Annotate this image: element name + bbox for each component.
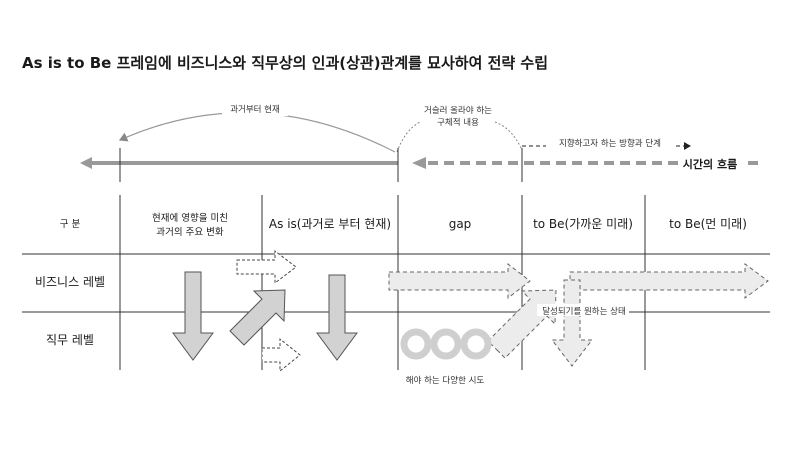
row-label-job: 직무 레벨 xyxy=(46,333,94,347)
header-as-is: As is(과거로 부터 현재) xyxy=(269,217,391,231)
to-be-down-arrow xyxy=(550,279,594,367)
diagonal-up-arrow xyxy=(229,289,286,346)
reverse-note-line1: 거슬러 올라야 하는 xyxy=(424,105,492,116)
down-arrow-change xyxy=(172,271,214,361)
direction-label-bg xyxy=(546,136,674,149)
to-be-business-arrow xyxy=(569,263,769,299)
desired-state-label: 달성되기를 원하는 상태 xyxy=(542,306,626,317)
reverse-note-connector-left xyxy=(396,121,421,153)
header-to-be-near: to Be(가까운 미래) xyxy=(533,217,633,231)
attempts-label: 해야 하는 다양한 시도 xyxy=(406,375,485,386)
row-label-business: 비즈니스 레벨 xyxy=(35,275,105,289)
attempt-loop-3 xyxy=(460,328,492,360)
past-arc-arrow xyxy=(118,112,396,153)
dashed-arrow-business-small xyxy=(236,249,297,285)
dashed-arrow-job-small xyxy=(261,337,301,373)
direction-label: 지향하고자 하는 방향과 단계 xyxy=(559,138,661,149)
down-arrow-as-is xyxy=(316,274,358,361)
time-flow-label-bg xyxy=(678,156,742,171)
past-label: 과거부터 현재 xyxy=(230,105,280,115)
reverse-note-connector-right xyxy=(494,121,523,151)
attempt-loops xyxy=(400,328,492,360)
header-change-line1: 현재에 영향을 미친 xyxy=(152,212,228,224)
time-flow-arrowhead xyxy=(412,157,426,169)
attempt-loop-2 xyxy=(430,328,462,360)
past-label-bg xyxy=(222,100,288,116)
header-change-line2: 과거의 주요 변화 xyxy=(156,227,223,238)
page-title: As is to Be 프레임에 비즈니스와 직무상의 인과(상관)관계를 묘사… xyxy=(22,54,548,72)
past-timeline-arrowhead xyxy=(80,157,92,169)
reverse-note-line2: 구체적 내용 xyxy=(437,117,479,128)
header-to-be-far: to Be(먼 미래) xyxy=(669,217,747,231)
time-flow-label: 시간의 흐름 xyxy=(683,157,737,171)
header-gap: gap xyxy=(449,217,472,231)
desired-state-bg xyxy=(537,304,629,316)
header-category: 구 분 xyxy=(60,219,81,230)
attempt-loop-1 xyxy=(400,328,432,360)
gap-business-arrow xyxy=(388,262,531,300)
